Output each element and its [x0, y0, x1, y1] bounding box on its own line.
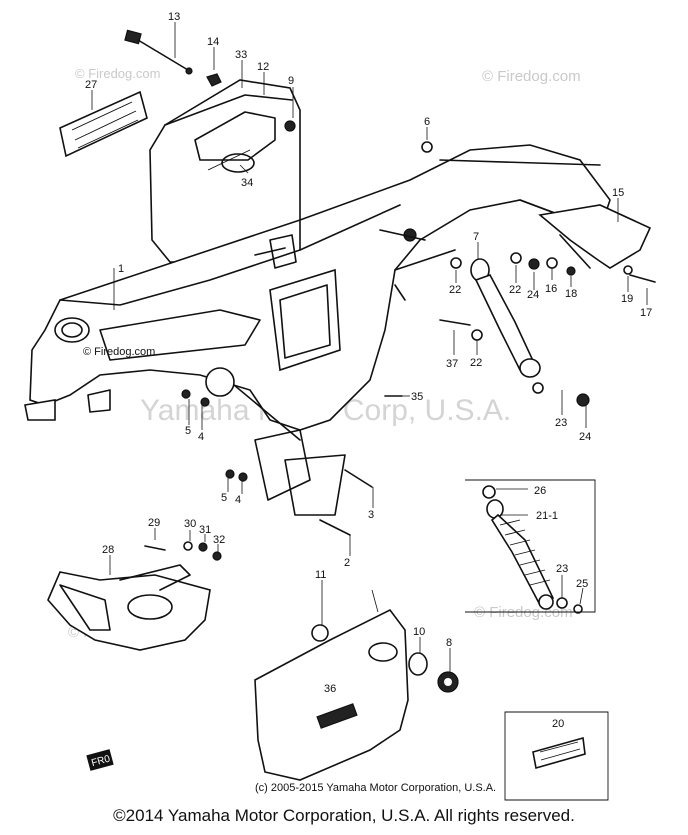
bracket-28	[47, 541, 222, 651]
callout-1: 1	[118, 263, 124, 275]
callout-32: 32	[213, 534, 225, 546]
callout-11: 11	[315, 569, 326, 581]
leader-lines	[91, 22, 648, 672]
nut-14	[206, 73, 222, 87]
watermark-firedog-inline: © Firedog.com	[83, 346, 155, 358]
rear-fender-15	[538, 204, 652, 269]
diagram-copyright: (c) 2005-2015 Yamaha Motor Corporation, …	[255, 782, 496, 794]
fig-badge: FR0	[86, 749, 114, 771]
callout-23: 23	[555, 417, 567, 429]
callout-20: 20	[552, 718, 564, 730]
callout-33: 33	[235, 49, 247, 61]
callout-2: 2	[344, 557, 350, 569]
side-cover-36	[254, 608, 459, 781]
callout-10: 10	[413, 626, 425, 638]
watermark-firedog: © Firedog.com	[75, 66, 160, 81]
copyright-footer: ©2014 Yamaha Motor Corporation, U.S.A. A…	[113, 806, 575, 825]
callout-18: 18	[565, 288, 577, 300]
callout-3: 3	[368, 509, 374, 521]
callout-21-1: 21-1	[536, 510, 558, 522]
callout-4b: 4	[235, 494, 241, 506]
callouts: 1 2 3 4 5 6 7 8 9 10 11 12 13 14 15 16 1…	[85, 11, 652, 730]
callout-19: 19	[621, 293, 633, 305]
shock-absorber-installed	[470, 258, 541, 378]
callout-5b: 5	[221, 492, 227, 504]
callout-12: 12	[257, 61, 269, 73]
callout-27: 27	[85, 79, 97, 91]
callout-5: 5	[185, 425, 191, 437]
callout-23b: 23	[556, 563, 568, 575]
watermark-firedog: © Firedog.com	[482, 68, 581, 85]
callout-30: 30	[184, 518, 196, 530]
frame-1	[24, 144, 611, 516]
emblem-20	[504, 711, 609, 801]
callout-16: 16	[545, 283, 557, 295]
callout-35: 35	[411, 391, 423, 403]
shock-detail	[465, 479, 596, 614]
callout-7: 7	[473, 231, 479, 243]
callout-25: 25	[576, 578, 588, 590]
callout-24: 24	[527, 289, 539, 301]
callout-26: 26	[534, 485, 546, 497]
callout-4: 4	[198, 431, 204, 443]
callout-15: 15	[612, 187, 624, 199]
callout-8: 8	[446, 637, 452, 649]
callout-37: 37	[446, 358, 458, 370]
callout-28: 28	[102, 544, 114, 556]
grommet-6	[421, 141, 433, 153]
callout-29: 29	[148, 517, 160, 529]
bolt-13	[124, 29, 193, 75]
callout-22b: 22	[509, 284, 521, 296]
caution-label-27	[59, 90, 148, 158]
callout-14: 14	[207, 36, 219, 48]
callout-34: 34	[241, 177, 253, 189]
callout-31: 31	[199, 524, 211, 536]
callout-17: 17	[640, 307, 652, 319]
callout-24b: 24	[579, 431, 591, 443]
callout-6: 6	[424, 116, 430, 128]
callout-22: 22	[449, 284, 461, 296]
callout-13: 13	[168, 11, 180, 23]
callout-9: 9	[288, 75, 294, 87]
shock-hardware	[181, 252, 656, 536]
callout-22c: 22	[470, 357, 482, 369]
callout-36: 36	[324, 683, 336, 695]
fig-badge-text: FR0	[90, 753, 112, 769]
collar-9	[284, 120, 296, 132]
battery-box	[149, 79, 301, 263]
